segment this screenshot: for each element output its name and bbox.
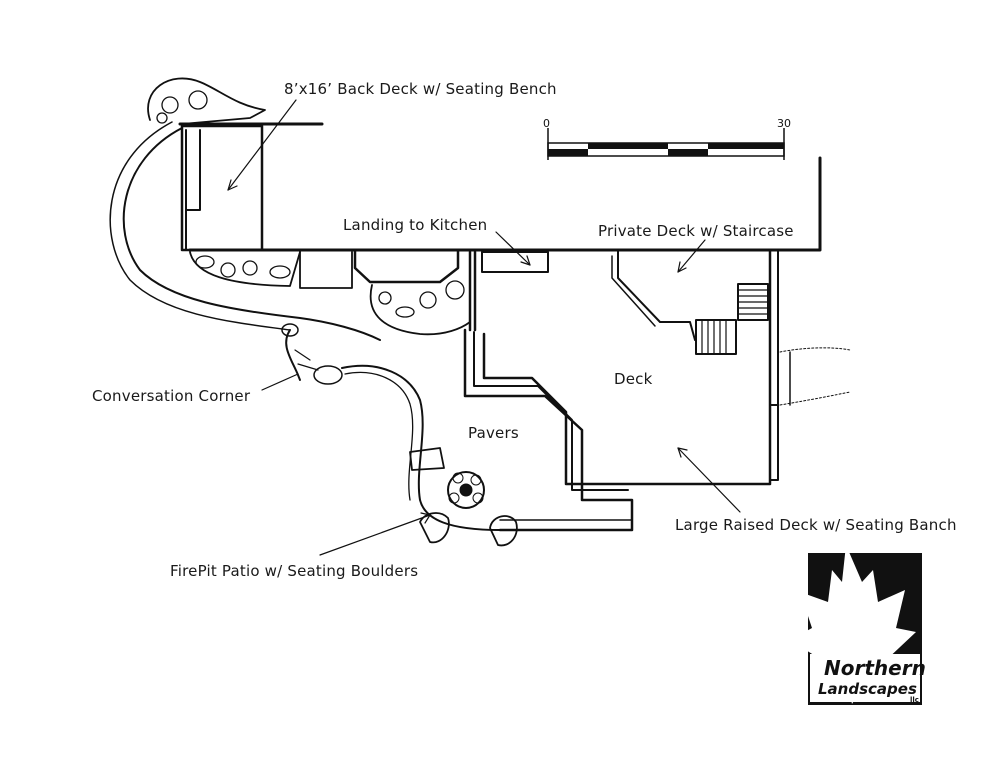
- label-firepit-patio: FirePit Patio w/ Seating Boulders: [170, 562, 419, 580]
- label-deck: Deck: [614, 370, 653, 388]
- back-deck: [180, 124, 264, 252]
- boulder: [313, 365, 343, 385]
- curved-walkway-outer: [122, 127, 381, 341]
- conversation-corner: [285, 329, 301, 381]
- label-back-deck: 8’x16’ Back Deck w/ Seating Bench: [284, 80, 557, 98]
- company-logo: [790, 545, 922, 705]
- scale-start: 0: [543, 117, 550, 130]
- label-pavers: Pavers: [468, 424, 519, 442]
- label-private-deck: Private Deck w/ Staircase: [598, 222, 794, 240]
- shrub: [188, 90, 208, 110]
- house-wall-back: [188, 156, 822, 252]
- boulder: [409, 447, 445, 471]
- maple-leaf-icon: [790, 545, 916, 704]
- seating-bench: [185, 129, 201, 251]
- logo-suffix: llc: [910, 696, 919, 704]
- logo-line2: Landscapes: [818, 680, 917, 698]
- staircase-lower: [695, 319, 737, 355]
- house-bay: [299, 251, 353, 289]
- logo-line1: Northern: [824, 656, 926, 680]
- private-deck: [617, 249, 696, 341]
- scale-end: 30: [777, 117, 791, 130]
- label-landing-kitchen: Landing to Kitchen: [343, 216, 488, 234]
- small-step: [481, 251, 549, 273]
- label-large-deck: Large Raised Deck w/ Seating Banch: [675, 516, 957, 534]
- kitchen-landing: [353, 248, 460, 284]
- label-conversation-corner: Conversation Corner: [92, 387, 251, 405]
- boulder: [419, 512, 450, 544]
- planter-landing: [369, 261, 471, 336]
- scale-bar: [547, 128, 785, 160]
- large-deck-edge: [463, 328, 634, 532]
- large-deck-bench: [769, 249, 779, 481]
- shrub: [161, 96, 179, 114]
- boulder: [489, 515, 518, 547]
- firepit: [447, 471, 485, 509]
- curved-walkway-inner: [109, 121, 291, 331]
- planter-bed-bottom: [189, 251, 301, 287]
- landing-steps: [468, 250, 477, 332]
- planter-bed-top: [147, 77, 266, 125]
- shrub: [156, 112, 168, 124]
- boulder: [281, 323, 299, 337]
